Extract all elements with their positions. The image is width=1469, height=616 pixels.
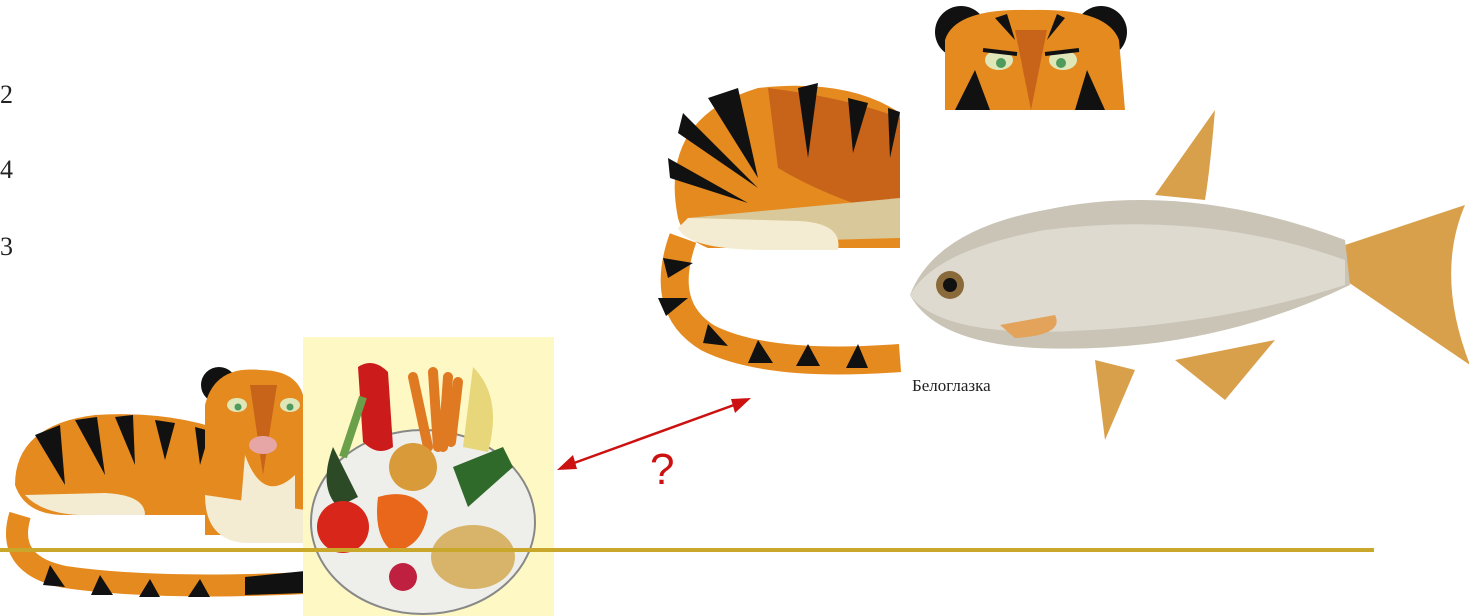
fish-caption: Белоглазка [912,376,991,396]
accent-line [0,548,1374,552]
list-number-1: 2 [0,80,13,110]
lying-tiger-illustration [5,365,305,595]
question-mark: ? [650,445,674,495]
list-number-2: 4 [0,155,13,185]
list-number-3: 3 [0,232,13,262]
vegetable-bowl-image [303,337,554,616]
tiger-body-illustration [648,78,908,378]
tiger-head-illustration [935,0,1135,110]
